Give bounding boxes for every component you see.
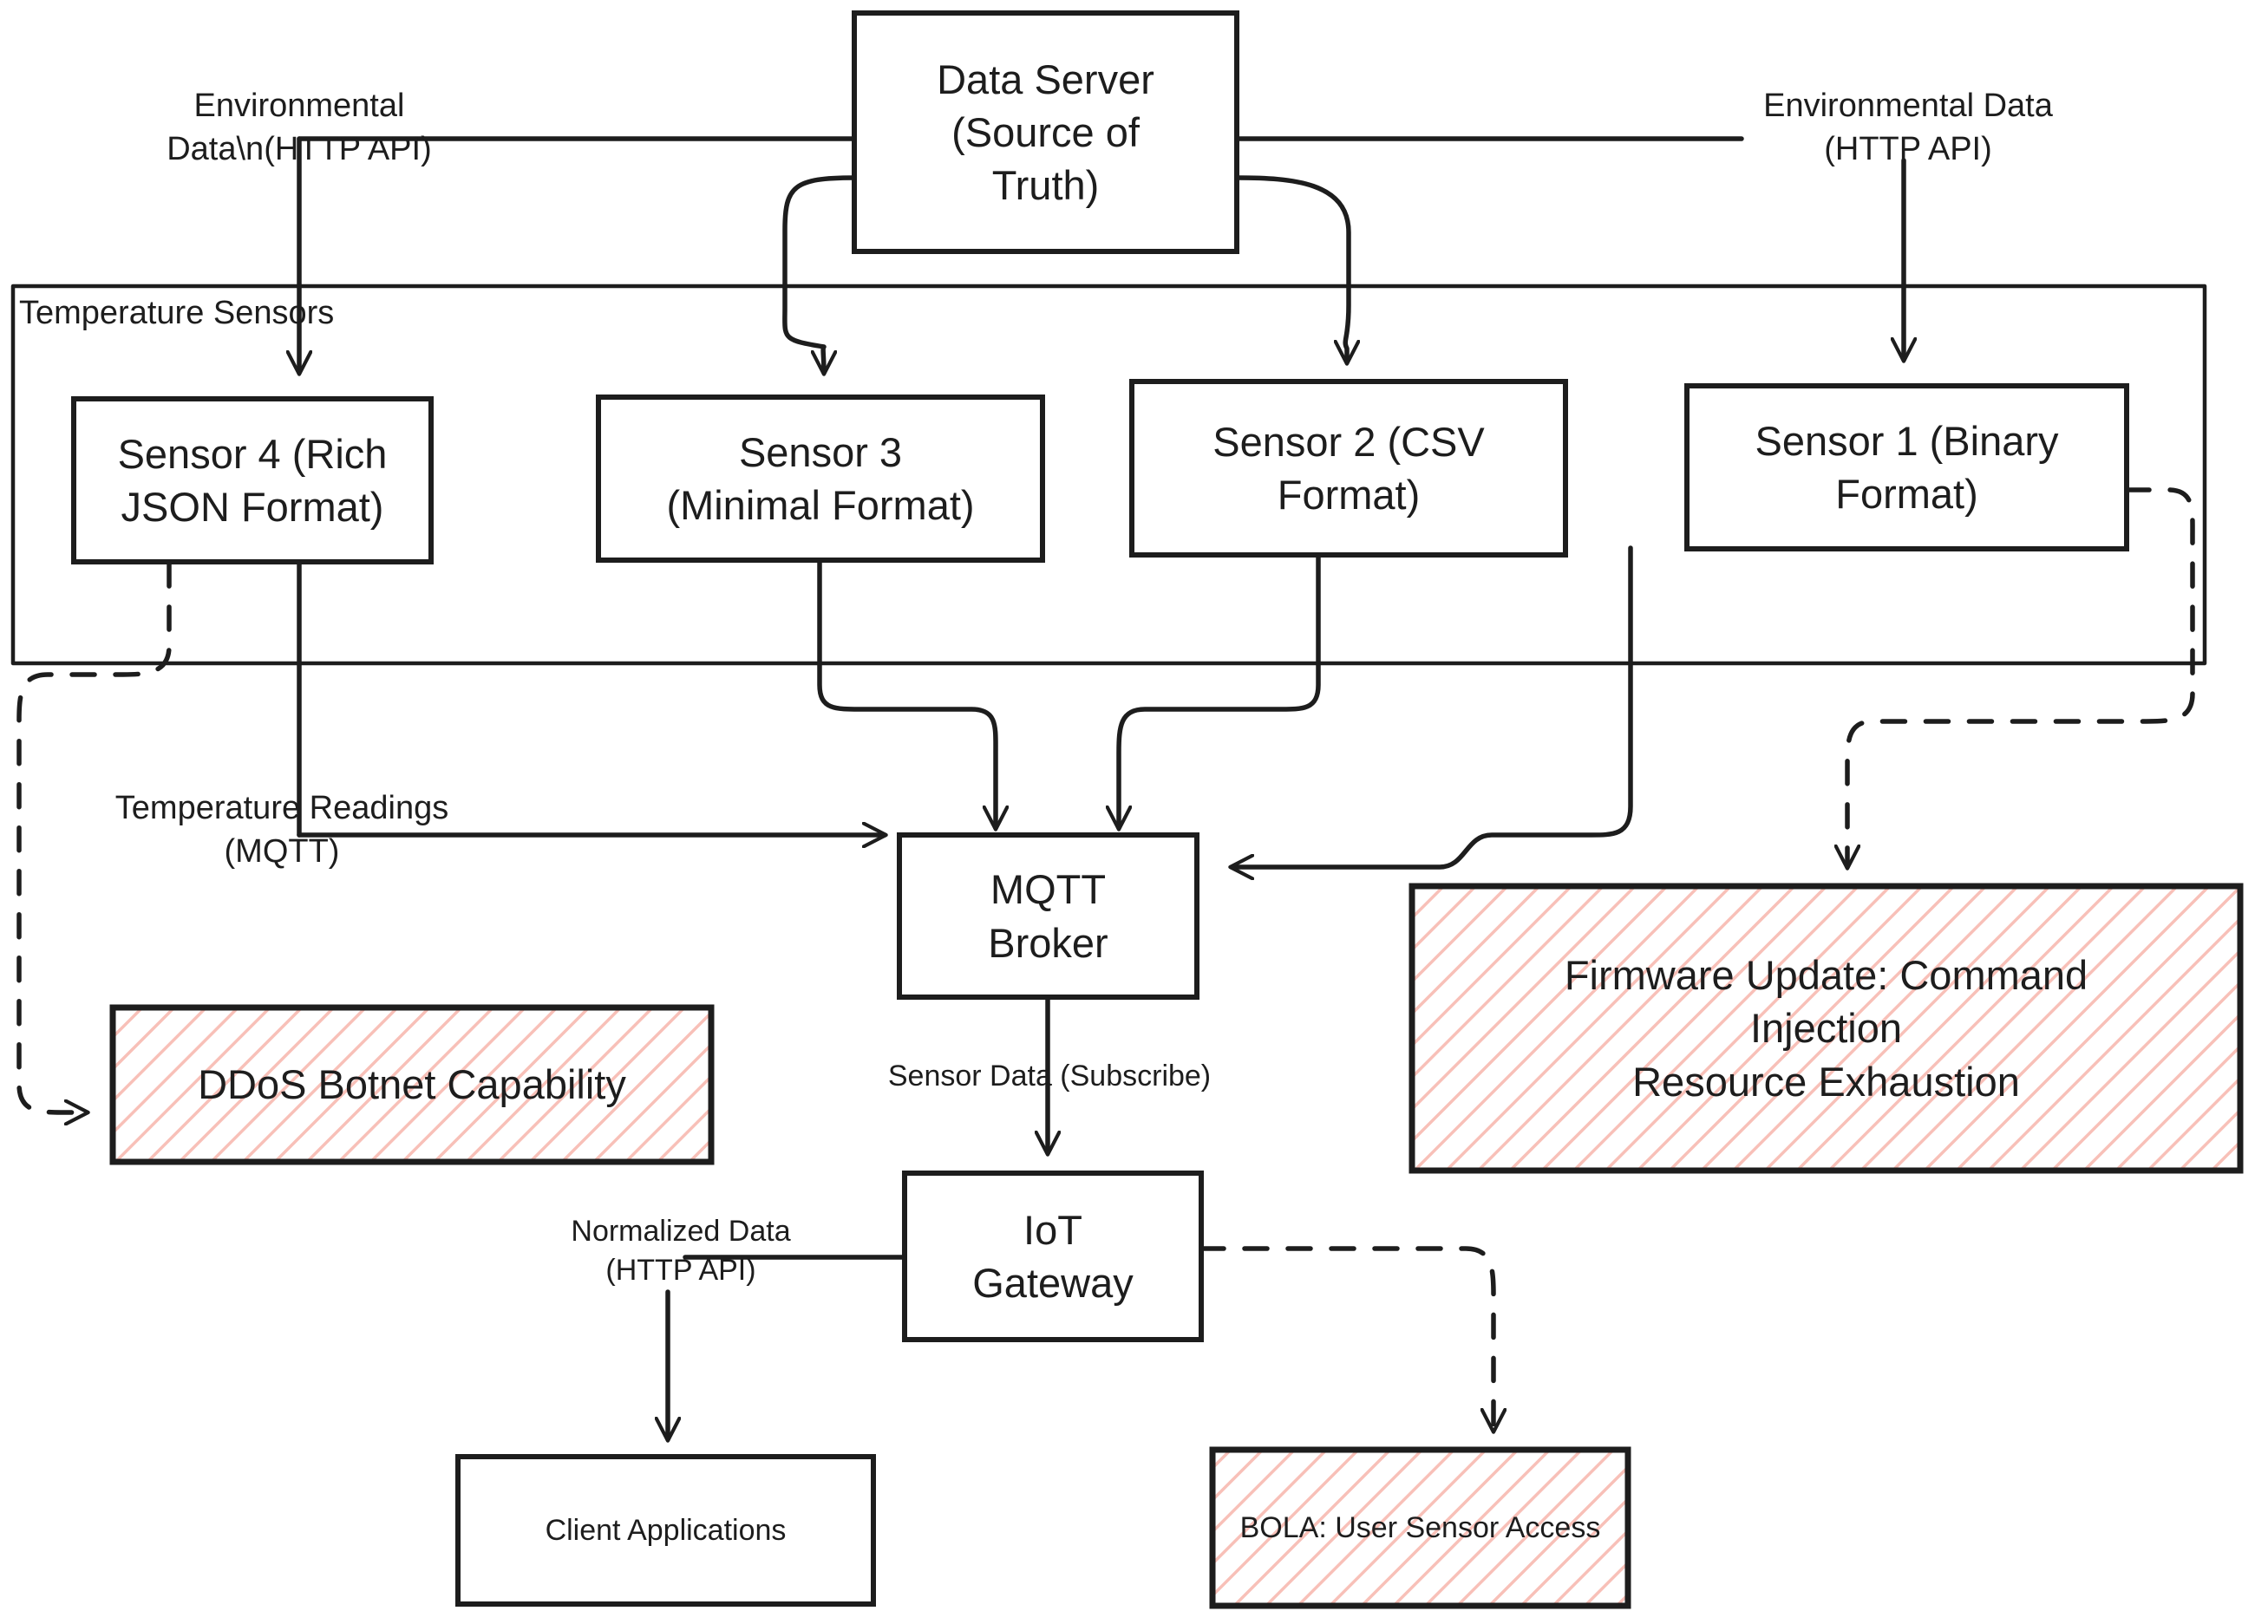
node-iot-gateway[interactable] xyxy=(902,1171,1204,1342)
edge-data-server-to-sensor-3 xyxy=(782,175,857,373)
edge-data-server-to-sensor-1 xyxy=(1234,136,1904,360)
edge-iot-gateway-to-bola xyxy=(1199,1246,1493,1431)
node-sensor-3[interactable] xyxy=(596,395,1045,563)
node-sensor-1[interactable] xyxy=(1684,383,2129,551)
edge-label-env-data-right: Environmental Data (HTTP API) xyxy=(1763,88,2053,167)
node-sensor-2[interactable] xyxy=(1129,379,1568,558)
node-sensor-4[interactable] xyxy=(71,396,434,564)
node-ddos-botnet[interactable] xyxy=(109,1004,715,1165)
edge-data-server-to-sensor-2 xyxy=(1234,175,1349,362)
edge-label-env-data-left: Environmental Data\n(HTTP API) xyxy=(167,88,432,167)
edge-label-temperature-readings: Temperature Readings (MQTT) xyxy=(114,790,449,870)
node-client-applications[interactable] xyxy=(455,1454,876,1607)
node-mqtt-broker[interactable] xyxy=(897,832,1199,1000)
edge-sensor-4-to-ddos-botnet xyxy=(16,561,172,1112)
edge-label-normalized-data: Normalized Data (HTTP API) xyxy=(571,1215,791,1287)
subgraph-title-temperature-sensors: Temperature Sensors xyxy=(19,295,335,331)
edge-iot-gateway-to-client-applications xyxy=(668,1255,907,1439)
edge-label-sensor-data-subscribe: Sensor Data (Subscribe) xyxy=(887,1059,1212,1092)
edge-data-server-to-sensor-4 xyxy=(299,136,857,373)
node-bola-user-access[interactable] xyxy=(1209,1446,1631,1609)
node-firmware-update[interactable] xyxy=(1409,883,2244,1174)
edge-sensor-4-to-mqtt-broker xyxy=(297,559,885,835)
node-data-server[interactable] xyxy=(852,10,1239,254)
edge-sensor-3-to-mqtt-broker xyxy=(817,559,996,828)
edge-sensor-1-to-mqtt-broker xyxy=(1232,545,1633,867)
edge-sensor-2-to-mqtt-broker xyxy=(1119,552,1321,828)
edge-sensor-1-to-firmware-update xyxy=(1847,487,2195,867)
